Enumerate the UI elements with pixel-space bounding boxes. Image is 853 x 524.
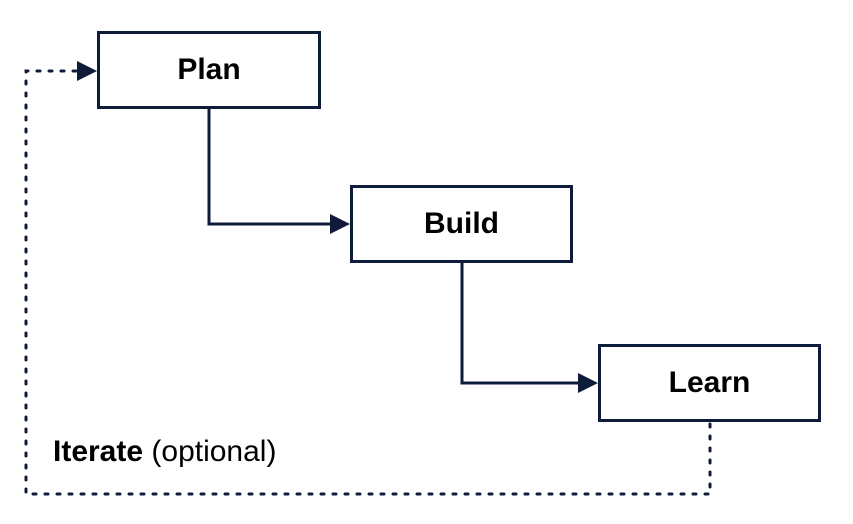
- step-plan: Plan: [97, 31, 321, 109]
- step-build-label: Build: [424, 207, 499, 240]
- connector-build-to-learn: [460, 263, 590, 385]
- step-build: Build: [350, 185, 573, 263]
- step-plan-label: Plan: [177, 53, 241, 86]
- iterate-label: Iterate (optional): [53, 435, 276, 469]
- arrowhead-plan: [77, 61, 97, 81]
- iterate-label-rest: (optional): [151, 435, 277, 468]
- step-learn-label: Learn: [668, 366, 751, 399]
- step-learn: Learn: [598, 344, 821, 422]
- connector-iterate-loop: [24, 69, 712, 496]
- iterate-label-bold: Iterate: [53, 435, 144, 468]
- arrowhead-build: [330, 214, 350, 234]
- connector-plan-to-build: [207, 109, 344, 229]
- arrowhead-learn: [578, 373, 598, 393]
